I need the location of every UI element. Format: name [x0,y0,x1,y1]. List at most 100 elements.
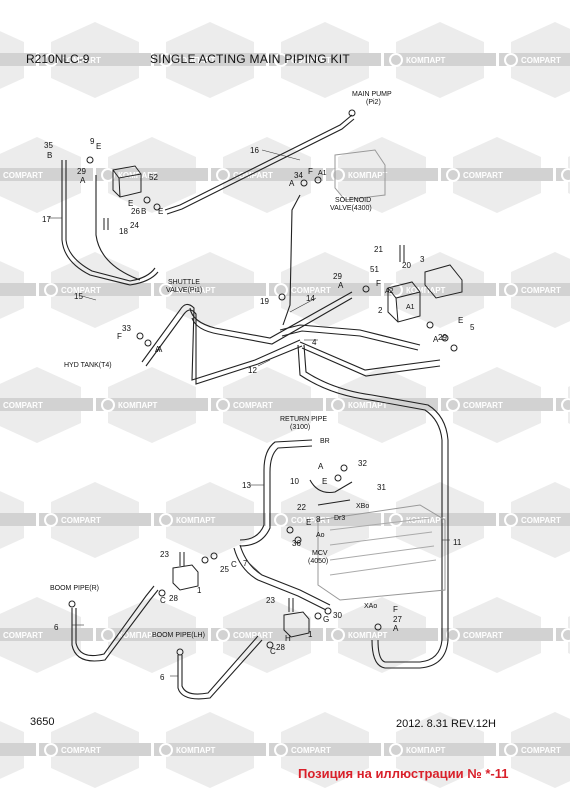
watermark-text: КОМПАРТ [118,171,158,180]
watermark-tile: COMPART [499,252,570,328]
fitting [158,589,166,597]
callout: E [306,518,311,527]
pipe-12b [145,309,303,385]
callout: 15 [74,292,83,301]
watermark-tile: COMPART [39,712,151,788]
watermark-text: КОМПАРТ [348,401,388,410]
fitting [153,203,161,211]
watermark-tile: COMPART [0,367,93,443]
page-title: SINGLE ACTING MAIN PIPING KIT [150,52,351,66]
watermark-text: COMPART [463,171,503,180]
label-solenoid: SOLENOID [335,197,371,204]
fitting [314,612,322,620]
watermark-text: КОМПАРТ [406,516,446,525]
pipe-11b [303,344,449,669]
watermark-tile: КОМПАРТ [96,367,208,443]
watermark-text: COMPART [3,631,43,640]
callout: H [285,634,291,643]
callout: 8 [316,515,321,524]
pipe-4 [279,324,421,346]
callout: E [128,199,133,208]
watermark-text: COMPART [521,286,561,295]
watermark-text: COMPART [291,516,331,525]
callout: A [433,335,439,344]
callout: A [318,462,324,471]
fitting [210,552,218,560]
label-port-xbo: XBo [356,503,369,510]
callout: 26 [131,207,140,216]
watermark-tile: COMPART [269,22,381,98]
watermark-text: COMPART [61,286,101,295]
callout: E [458,316,463,325]
watermark-text: КОМПАРТ [118,631,158,640]
callout: 10 [290,477,299,486]
watermark-text: COMPART [233,171,273,180]
callout: F [117,332,122,341]
watermark-text: КОМПАРТ [176,286,216,295]
pipe-12 [141,303,301,381]
callout: A [155,345,161,354]
fitting [144,339,152,347]
watermark-tile: COMPART [211,367,323,443]
fitting [176,648,184,656]
label-main-pump: MAIN PUMP [352,91,392,98]
watermark-text: COMPART [3,401,43,410]
watermark-text: COMPART [521,516,561,525]
watermark-tile: КОМПАРТ [384,22,496,98]
watermark-text: COMPART [61,516,101,525]
label-boom-pipe-r: BOOM PIPE(R) [50,585,99,592]
fitting [374,623,382,631]
bolt-23-upper [179,552,185,566]
watermark-text: COMPART [3,171,43,180]
pipe-13b [239,445,313,547]
watermark-tile: КОМПАРТ [154,712,266,788]
fitting [294,536,302,544]
label-port-a1: A1 [318,170,327,177]
fitting [441,334,449,342]
watermark-text: КОМПАРТ [406,286,446,295]
watermark-tile: КОМПАРТ [96,597,208,673]
watermark-text: КОМПАРТ [406,746,446,755]
watermark-text: КОМПАРТ [176,746,216,755]
watermark-text: КОМПАРТ [118,401,158,410]
hose-17-inner [65,160,156,282]
label-port-ao: Ao [316,532,325,539]
bracket-3 [424,264,463,299]
callout: 6 [160,673,165,682]
callout: B [141,207,146,216]
callout: 35 [44,141,53,150]
revision-date: 2012. 8.31 REV.12H [396,718,496,730]
callout: 11 [453,538,462,547]
hose-6-rb [75,585,155,657]
callouts: 35 B 9 E 29 A 52 26 E B 24 18 17 16 34 A… [42,137,475,682]
solenoid-body [334,149,386,201]
watermark-text: COMPART [291,286,331,295]
callout: A [289,179,295,188]
watermark-tile: COMPART [441,137,553,213]
callout: E [322,477,327,486]
callout: 28 [169,594,178,603]
fitting [426,321,434,329]
callout: B [47,151,52,160]
leader-lines [48,149,450,677]
fitting [68,600,76,608]
watermark-tile: COMPART [39,22,151,98]
watermark-text: COMPART [61,746,101,755]
hose-17 [61,160,159,286]
pipe-10 [317,499,351,506]
callout: 18 [119,227,128,236]
callout: 3 [420,255,425,264]
watermark-text: КОМПАРТ [348,631,388,640]
fitting [348,109,356,117]
callout: 9 [90,137,95,146]
label-return-pipe-code: (3100) [290,424,310,431]
fitting [266,641,274,649]
components [68,109,463,656]
watermark-tile: COMPART [499,22,570,98]
bolt-23-lower [288,598,294,612]
callout: 6 [54,623,59,632]
pipe-7b [233,547,327,611]
pipe-13 [239,439,313,541]
watermark-tile: COMPART [0,597,93,673]
watermark-tile: КОМПАРТ [96,137,208,213]
